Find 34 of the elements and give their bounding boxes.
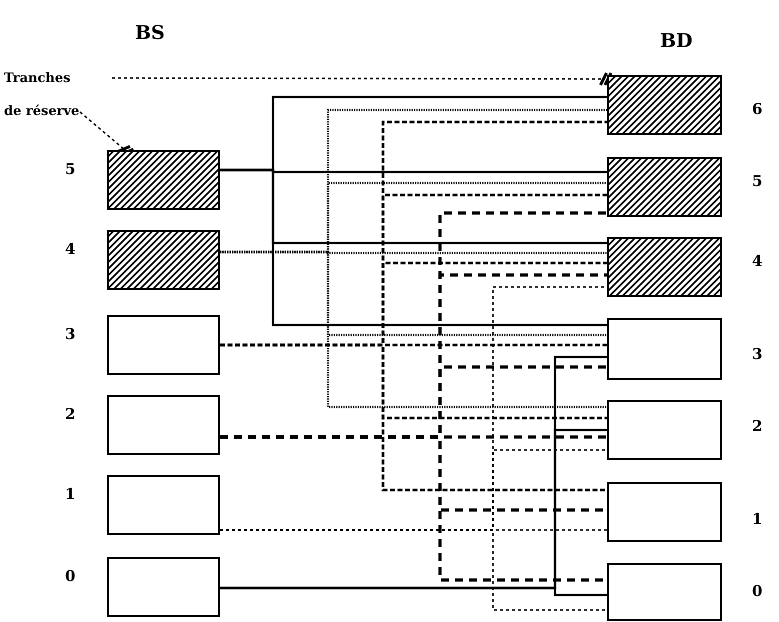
- slot-box: [107, 475, 220, 535]
- slot-number: 4: [65, 240, 76, 258]
- wire: [220, 529, 607, 611]
- column-heading: BS: [135, 22, 165, 44]
- slot-number: 0: [65, 567, 76, 585]
- slot-number: 4: [752, 252, 762, 270]
- slot-number: 2: [65, 405, 76, 423]
- reserve-slot-box: [107, 230, 220, 290]
- slot-number: 5: [65, 160, 76, 178]
- slot-number: 0: [752, 582, 762, 600]
- reserve-slot-box: [607, 75, 722, 135]
- slot-box: [607, 563, 722, 621]
- slot-number: 5: [752, 172, 762, 190]
- slot-number: 1: [65, 485, 76, 503]
- slot-box: [607, 318, 722, 380]
- slot-box: [607, 482, 722, 542]
- wire: [220, 586, 607, 596]
- reserve-slot-box: [607, 157, 722, 217]
- wire: [220, 250, 607, 408]
- callout-text: Tranches de réserve: [4, 62, 88, 128]
- wire: [220, 168, 607, 326]
- reserve-slot-box: [607, 237, 722, 297]
- slot-number: 1: [752, 510, 762, 528]
- reserve-slot-box: [107, 150, 220, 210]
- slot-number: 6: [752, 100, 762, 118]
- slot-number: 2: [752, 417, 762, 435]
- slot-box: [107, 557, 220, 617]
- slot-box: [107, 315, 220, 375]
- column-heading: BD: [660, 30, 693, 52]
- slot-box: [107, 395, 220, 455]
- slot-number: 3: [65, 325, 76, 343]
- slot-box: [607, 400, 722, 460]
- leader-line: [112, 72, 612, 86]
- slot-number: 3: [752, 345, 762, 363]
